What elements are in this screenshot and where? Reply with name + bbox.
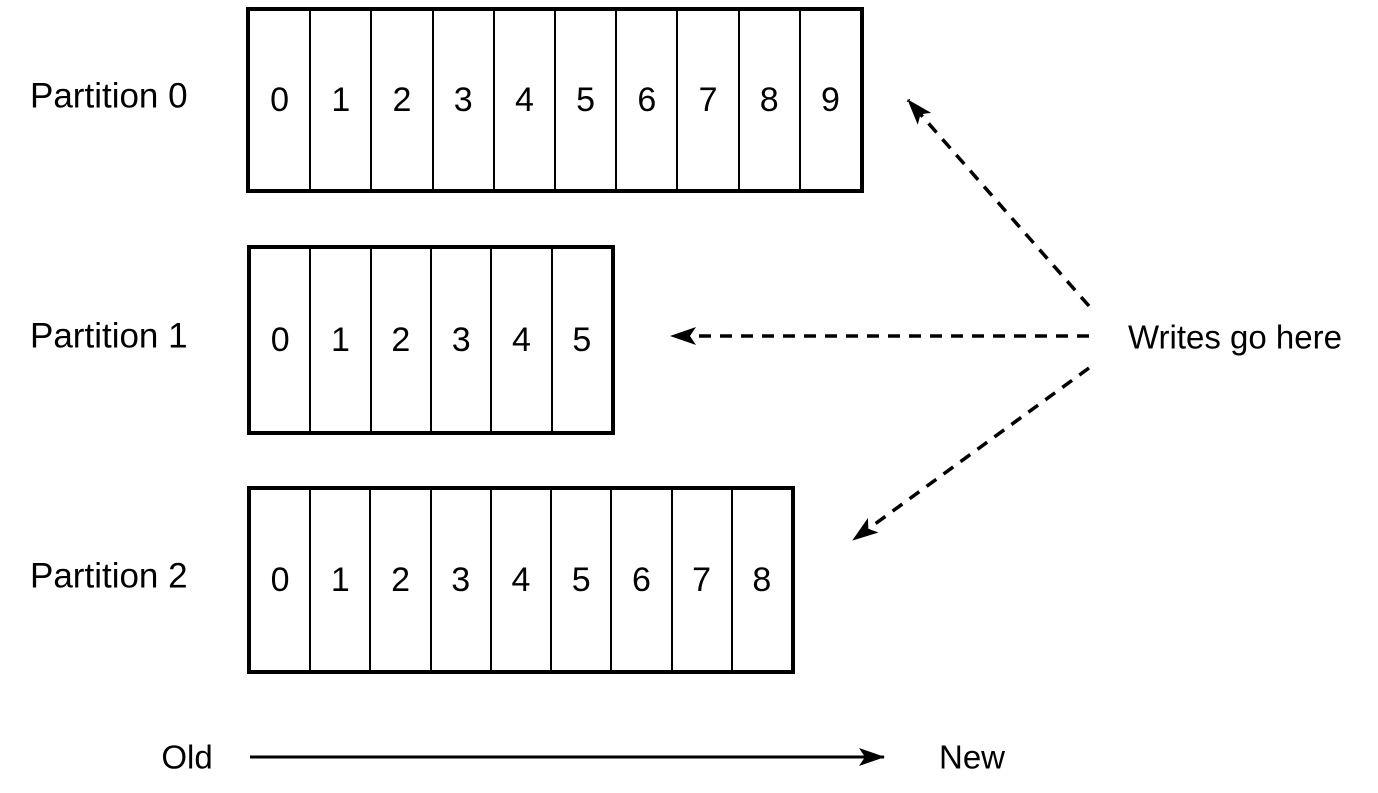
old-label: Old (161, 738, 213, 776)
partition-cell: 5 (552, 490, 613, 670)
partition-1-label: Partition 1 (30, 316, 188, 356)
partition-cell: 1 (311, 11, 373, 189)
partition-cell: 8 (752, 560, 772, 599)
partition-cell: 1 (311, 490, 372, 670)
partition-cell: 7 (673, 490, 733, 670)
partition-cell: 6 (612, 490, 673, 670)
partition-cell: 5 (556, 11, 618, 189)
partition-2-label: Partition 2 (30, 556, 188, 596)
new-label: New (938, 738, 1006, 776)
partition-cell: 5 (572, 320, 592, 359)
partition-cell: 4 (492, 490, 553, 670)
partition-cell: 9 (820, 80, 840, 119)
partition-cell: 0 (250, 11, 312, 189)
partition-cell: 0 (251, 249, 312, 431)
partition-cell: 3 (432, 249, 493, 431)
partition-cell: 0 (251, 490, 312, 670)
partition-cell: 8 (740, 11, 801, 189)
writes-go-here-label: Writes go here (1128, 318, 1342, 356)
partition-cell: 4 (495, 11, 557, 189)
partition-cell: 6 (617, 11, 679, 189)
partition-cell: 7 (678, 11, 740, 189)
partition-cell: 3 (434, 11, 495, 189)
partition-cell: 2 (371, 490, 432, 670)
partition-cell: 2 (372, 11, 434, 189)
partition-cell: 4 (492, 249, 553, 431)
partition-cell: 1 (311, 249, 372, 431)
partition-cell: 3 (432, 490, 492, 670)
partition-0-label: Partition 0 (30, 76, 188, 116)
partition-cell: 2 (372, 249, 432, 431)
